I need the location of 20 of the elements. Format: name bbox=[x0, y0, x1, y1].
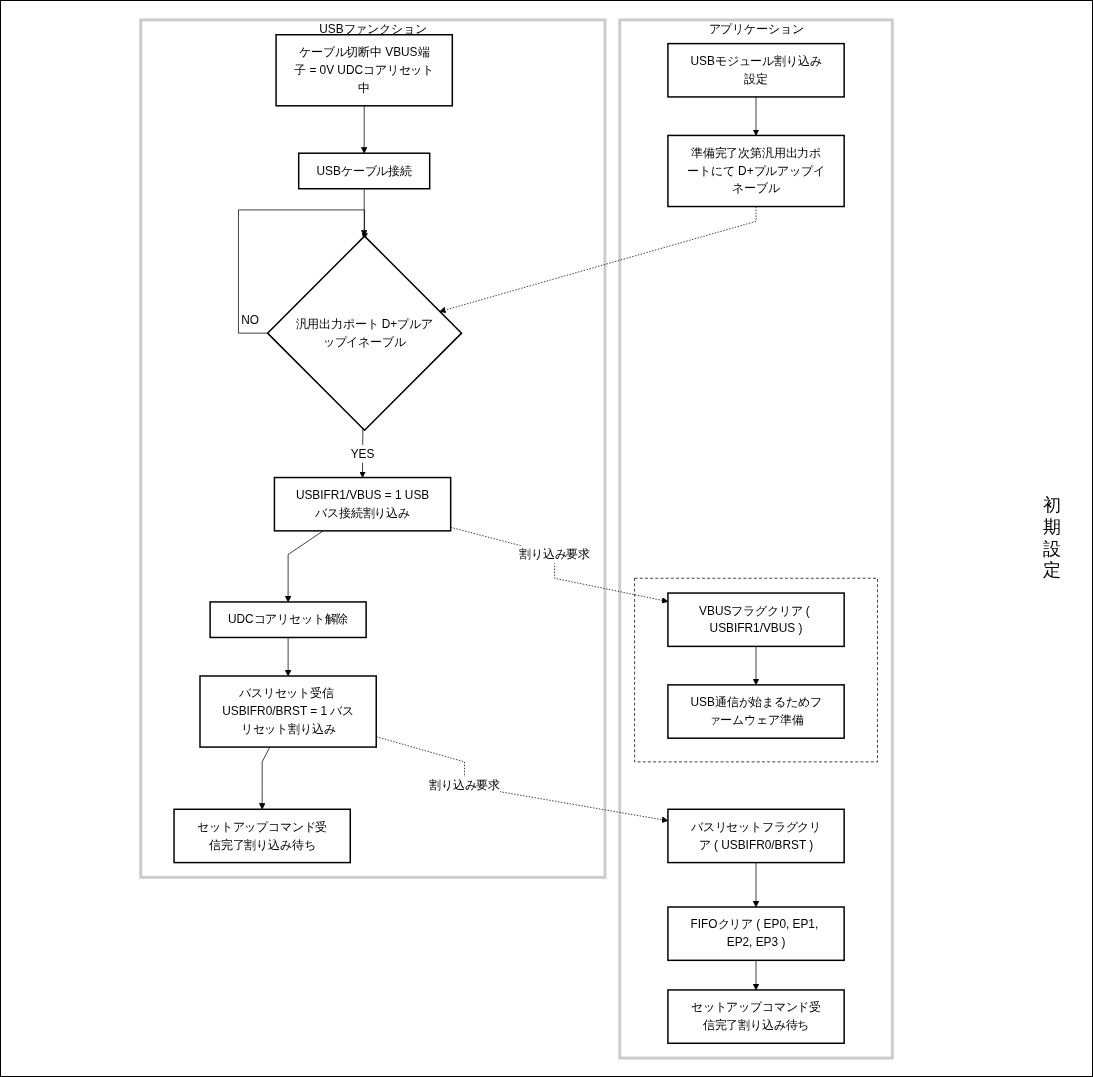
edge-label: NO bbox=[241, 312, 259, 326]
node-box: ケーブル切断中 VBUS端子 = 0V UDCコアリセット中 bbox=[275, 33, 454, 107]
node-box: USBモジュール割り込み設定 bbox=[667, 42, 845, 98]
node-box: VBUSフラグクリア ( USBIFR1/VBUS ) bbox=[667, 591, 845, 647]
node-box: セットアップコマンド受信完了割り込み待ち bbox=[667, 988, 845, 1044]
node-box: セットアップコマンド受信完了割り込み待ち bbox=[173, 808, 351, 863]
edge-label: YES bbox=[350, 446, 375, 460]
node-box: UDCコアリセット解除 bbox=[209, 600, 367, 638]
node-box: FIFOクリア ( EP0, EP1, EP2, EP3 ) bbox=[667, 905, 845, 961]
node-box: USBIFR1/VBUS = 1 USBバス接続割り込み bbox=[273, 476, 452, 532]
edge-label: 割り込み要求 bbox=[428, 778, 501, 791]
node-box: USB通信が始まるためファームウェア準備 bbox=[667, 683, 845, 739]
bracket-label: 初期設定 bbox=[1042, 495, 1062, 582]
cluster bbox=[634, 577, 878, 762]
edge-label: 割り込み要求 bbox=[519, 547, 591, 560]
node-box: 準備完了次第汎用出力ポートにて D+プルアップイネーブル bbox=[667, 134, 845, 207]
node-box: バスリセット受信 USBIFR0/BRST = 1 バスリセット割り込み bbox=[199, 674, 377, 748]
node-diamond: 汎用出力ポート D+プルアップイネーブル bbox=[266, 234, 463, 431]
node-box: USBケーブル接続 bbox=[297, 151, 431, 189]
node-box: バスリセットフラグクリア ( USBIFR0/BRST ) bbox=[667, 808, 845, 863]
